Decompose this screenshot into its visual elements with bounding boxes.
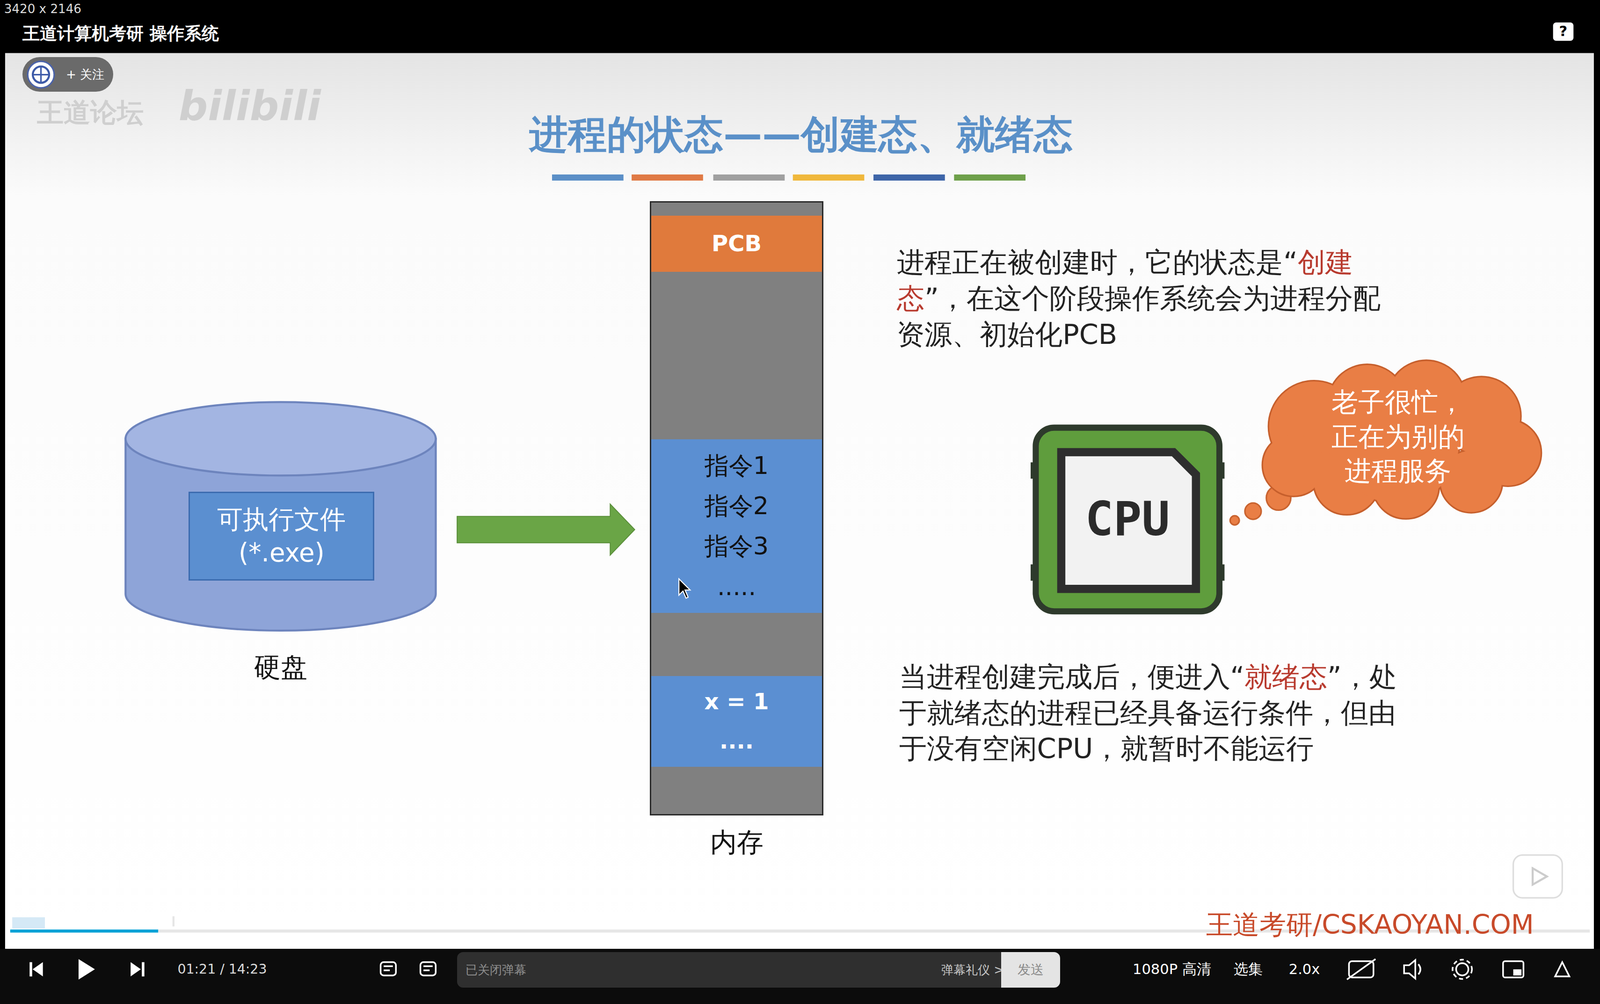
slide-title: 进程的状态——创建态、就绪态 [392, 111, 1210, 158]
paragraph-text: 进程正在被创建时，它的状态是“ [896, 246, 1298, 279]
send-button: 发送 [1001, 952, 1061, 988]
instruction-line: ..... [717, 566, 757, 607]
pcb-box: PCB [651, 215, 822, 272]
watermark: 王道论坛 [36, 96, 144, 129]
send-label: 发送 [1017, 961, 1044, 978]
file-label: 可执行文件 (*.exe) [204, 502, 358, 570]
episode-button: 选集 [1233, 960, 1263, 979]
text-paragraph: 进程正在被创建时，它的状态是“创建态”，在这个阶段操作系统会为进程分配资源、初始… [896, 244, 1387, 353]
instruction-line: 指令3 [704, 525, 769, 567]
follow-label: + 关注 [65, 66, 105, 83]
progress-played [10, 929, 159, 933]
danmaku-input: 已关闭弹幕 弹幕礼仪 > [457, 952, 1013, 988]
data-line: x = 1 [704, 682, 770, 722]
speed-button: 2.0x [1288, 960, 1321, 979]
progress-thumbnail [12, 917, 45, 929]
control-bar [0, 948, 1600, 1004]
footer-site: 王道考研/CSKAOYAN.COM [1206, 908, 1535, 941]
text-paragraph: 当进程创建完成后，便进入“就绪态”，处于就绪态的进程已经具备运行条件，但由于没有… [899, 659, 1410, 767]
disk-label: 硬盘 [123, 651, 438, 684]
help-mark: ? [1553, 22, 1574, 41]
input-text: 弹幕礼仪 > [941, 962, 1004, 978]
input-text: 已关闭弹幕 [465, 962, 527, 978]
float-play-button [1513, 855, 1563, 899]
disk-cylinder: 硬盘可执行文件 (*.exe) [123, 400, 438, 633]
thought-cloud: 老子很忙， 正在为别的 进程服务 [1252, 363, 1543, 510]
player-icons [29, 959, 145, 980]
title-color-bars [552, 174, 1026, 181]
quality-button: 1080P 高清 [1132, 960, 1212, 979]
cloud-text: 老子很忙， 正在为别的 进程服务 [1326, 385, 1470, 489]
watermark: bilibili [178, 81, 321, 131]
help-icon [1553, 22, 1574, 41]
instruction-box: 指令1指令2指令3..... [651, 439, 822, 614]
slide-ground [5, 52, 1594, 949]
follow-button: + 关注 [22, 57, 114, 92]
time-display: 01:21 / 14:23 [177, 961, 268, 978]
avatar-icon [26, 60, 56, 89]
highlight-term: 就绪态 [1244, 660, 1328, 693]
memory-column: 内存PCB指令1指令2指令3.....x = 1.... [649, 201, 824, 816]
window-title: 王道计算机考研 操作系统 [22, 23, 219, 44]
file-box: 可执行文件 (*.exe) [188, 491, 375, 581]
memory-label: 内存 [651, 826, 822, 859]
instruction-line: 指令2 [704, 485, 769, 526]
screen-size-label: 3420 x 2146 [4, 1, 82, 17]
progress-marker [172, 916, 175, 927]
cpu-icon: CPU [1030, 421, 1225, 618]
mouse-cursor [677, 577, 693, 601]
cpu-label: CPU [1085, 489, 1171, 549]
data-box: x = 1.... [651, 676, 822, 767]
instruction-line: 指令1 [704, 445, 769, 486]
data-line: .... [719, 721, 754, 761]
pcb-label: PCB [711, 229, 762, 258]
block-arrow [457, 503, 635, 555]
pip-icon-fill [1513, 969, 1522, 976]
paragraph-text: ”，在这个阶段操作系统会为进程分配资源、初始化PCB [896, 282, 1381, 351]
paragraph-text: 当进程创建完成后，便进入“ [899, 660, 1245, 693]
